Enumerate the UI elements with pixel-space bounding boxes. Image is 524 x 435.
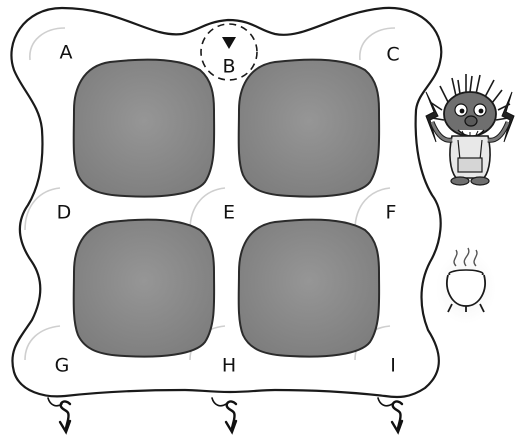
pit-bottom-left bbox=[72, 218, 216, 358]
node-label-a[interactable]: A bbox=[60, 42, 73, 64]
exit-i-head bbox=[390, 419, 404, 435]
node-label-h[interactable]: H bbox=[222, 355, 236, 377]
down-triangle-icon[interactable] bbox=[222, 37, 236, 49]
pad-g bbox=[24, 325, 61, 361]
node-label-g[interactable]: G bbox=[55, 355, 70, 377]
pad-f bbox=[354, 187, 391, 231]
exit-arrows bbox=[47, 397, 404, 435]
pit-top-left bbox=[72, 58, 216, 198]
current-node-ring bbox=[200, 23, 258, 81]
exit-g-head bbox=[58, 419, 72, 435]
pad-a bbox=[29, 27, 66, 61]
node-labels: A B C D E F G H I bbox=[55, 42, 400, 377]
node-label-c[interactable]: C bbox=[386, 44, 399, 66]
node-label-e[interactable]: E bbox=[223, 202, 235, 224]
exit-g-spiral bbox=[59, 400, 72, 430]
pit-top-right bbox=[237, 58, 381, 198]
node-label-b[interactable]: B bbox=[222, 56, 235, 78]
left-lightning-icon bbox=[425, 91, 439, 143]
exit-i-spiral bbox=[391, 400, 404, 430]
pits bbox=[72, 58, 381, 358]
exit-arrow-g[interactable] bbox=[47, 397, 72, 435]
exit-h-head bbox=[224, 419, 238, 435]
pit-bottom-right bbox=[237, 218, 381, 358]
pad-d bbox=[24, 187, 61, 231]
node-label-i[interactable]: I bbox=[390, 355, 396, 377]
exit-arrow-i[interactable] bbox=[377, 397, 404, 435]
exit-h-rim bbox=[211, 397, 227, 407]
cauldron-icon[interactable] bbox=[436, 247, 496, 324]
node-label-d[interactable]: D bbox=[57, 202, 72, 224]
troll-icon[interactable] bbox=[425, 74, 515, 186]
exit-arrow-h[interactable] bbox=[211, 397, 238, 435]
exit-i-rim bbox=[377, 397, 393, 407]
pad-e bbox=[189, 187, 226, 231]
exit-h-spiral bbox=[225, 400, 238, 430]
current-position bbox=[200, 23, 258, 81]
pad-c bbox=[359, 27, 396, 61]
right-lightning-icon bbox=[501, 91, 515, 143]
node-label-f[interactable]: F bbox=[386, 202, 397, 224]
